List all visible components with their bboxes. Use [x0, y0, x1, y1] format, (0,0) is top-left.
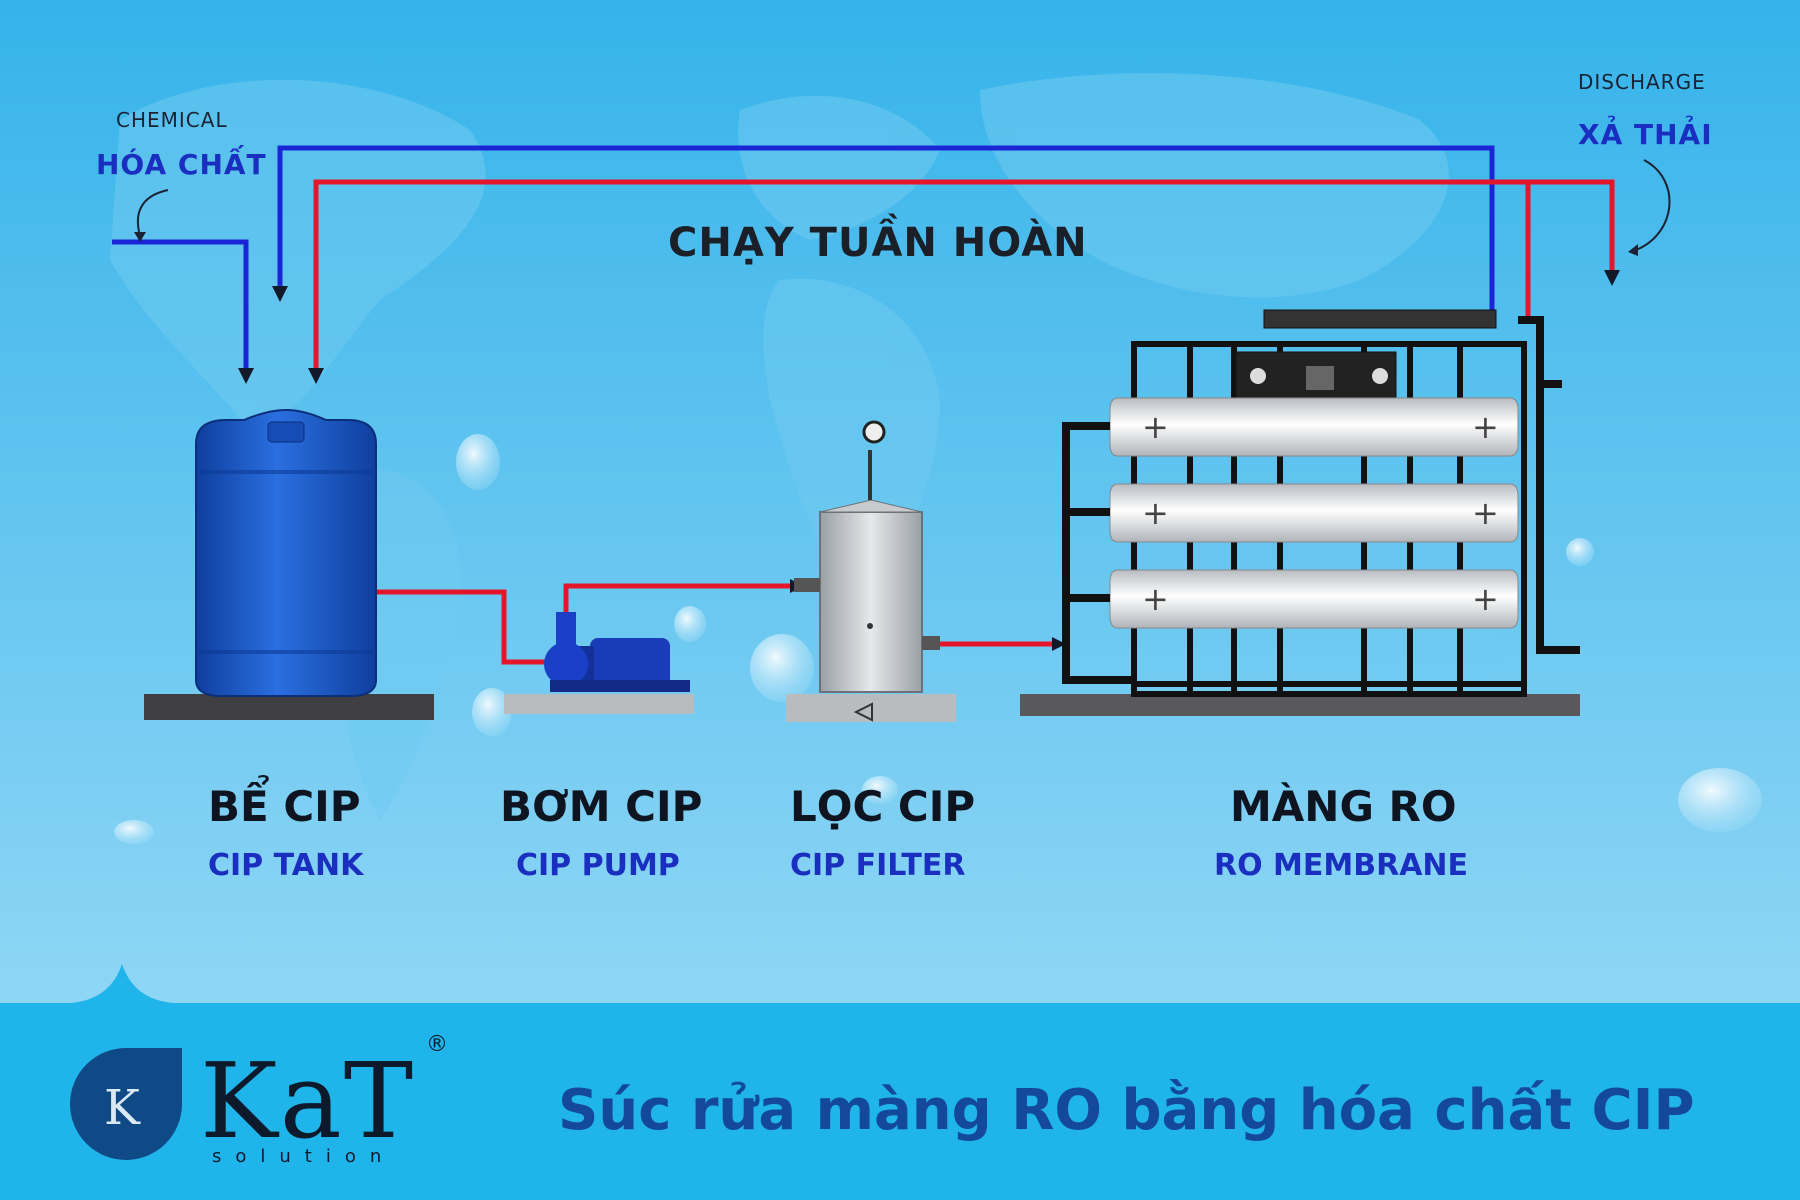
chemical-inlet-pipe [112, 239, 249, 368]
cip-pump [504, 612, 694, 714]
footer-drop-tip [70, 964, 174, 1003]
svg-text:+: + [1142, 494, 1169, 532]
chemical-label-en: CHEMICAL [116, 108, 228, 132]
footer-title: Súc rửa màng RO bằng hóa chất CIP [558, 1078, 1695, 1143]
circulation-label: CHẠY TUẦN HOÀN [668, 220, 1088, 266]
flow-arrows [238, 270, 1620, 384]
registered-mark: ® [426, 1032, 448, 1057]
brand-subtitle: solution [212, 1146, 396, 1167]
discharge-label-en: DISCHARGE [1578, 70, 1706, 94]
discharge-label-vn: XẢ THẢI [1578, 118, 1713, 151]
svg-text:+: + [1142, 580, 1169, 618]
circulation-pipes [112, 145, 1615, 368]
process-pipes [370, 583, 1052, 665]
brand-name: KaT [200, 1040, 416, 1162]
cip-tank-label-vn: BỂ CIP [208, 782, 361, 831]
svg-text:+: + [1472, 580, 1499, 618]
svg-text:+: + [1142, 408, 1169, 446]
svg-text:+: + [1472, 408, 1499, 446]
blue-return-pipe [277, 145, 1495, 316]
chemical-label-vn: HÓA CHẤT [96, 148, 267, 181]
water-drops [114, 434, 1762, 844]
cip-tank [144, 408, 434, 720]
footer-bar [0, 1003, 1800, 1200]
svg-text:+: + [1472, 494, 1499, 532]
discharge-pipe [1528, 179, 1615, 274]
ro-membrane-skid: + + + + + + [1020, 309, 1580, 716]
chemical-curve-arrow [136, 189, 169, 237]
cip-filter-label-en: CIP FILTER [790, 848, 966, 883]
ro-membrane-label-en: RO MEMBRANE [1214, 848, 1469, 883]
cip-pump-label-en: CIP PUMP [516, 848, 680, 883]
brand-logo-letter: K [104, 1080, 140, 1136]
discharge-curve-arrow [1635, 159, 1671, 251]
cip-tank-label-en: CIP TANK [208, 848, 364, 883]
cip-pump-label-vn: BƠM CIP [500, 782, 703, 831]
cip-filter-label-vn: LỌC CIP [790, 782, 976, 831]
brand-logo-mark [70, 1048, 182, 1160]
cip-filter [786, 420, 956, 722]
ro-membrane-label-vn: MÀNG RO [1230, 782, 1457, 831]
red-return-pipe [313, 179, 1531, 368]
